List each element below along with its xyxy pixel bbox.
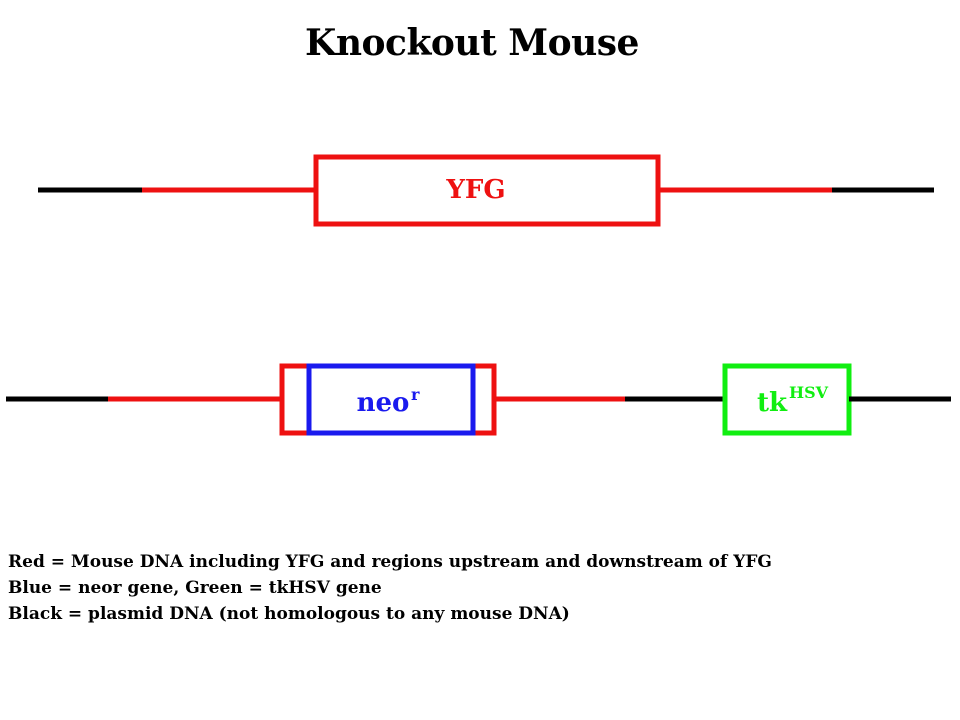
wildtype-locus: YFG xyxy=(38,154,934,227)
targeting-vector: neo r tk HSV xyxy=(6,363,951,436)
neo-gene-box xyxy=(306,363,476,436)
page-title: Knockout Mouse xyxy=(305,22,639,64)
legend-line-red: Red = Mouse DNA including YFG and region… xyxy=(8,552,772,572)
color-legend: Red = Mouse DNA including YFG and region… xyxy=(8,549,772,627)
legend-line-black: Black = plasmid DNA (not homologous to a… xyxy=(8,604,570,624)
neo-label: neo xyxy=(357,388,410,418)
tk-superscript: HSV xyxy=(789,383,829,402)
yfg-label: YFG xyxy=(445,175,505,205)
tk-label: tk xyxy=(757,388,788,418)
neo-label-main: neo xyxy=(357,388,410,418)
neo-superscript: r xyxy=(411,385,420,404)
legend-line-blue-green: Blue = neor gene, Green = tkHSV gene xyxy=(8,578,382,598)
